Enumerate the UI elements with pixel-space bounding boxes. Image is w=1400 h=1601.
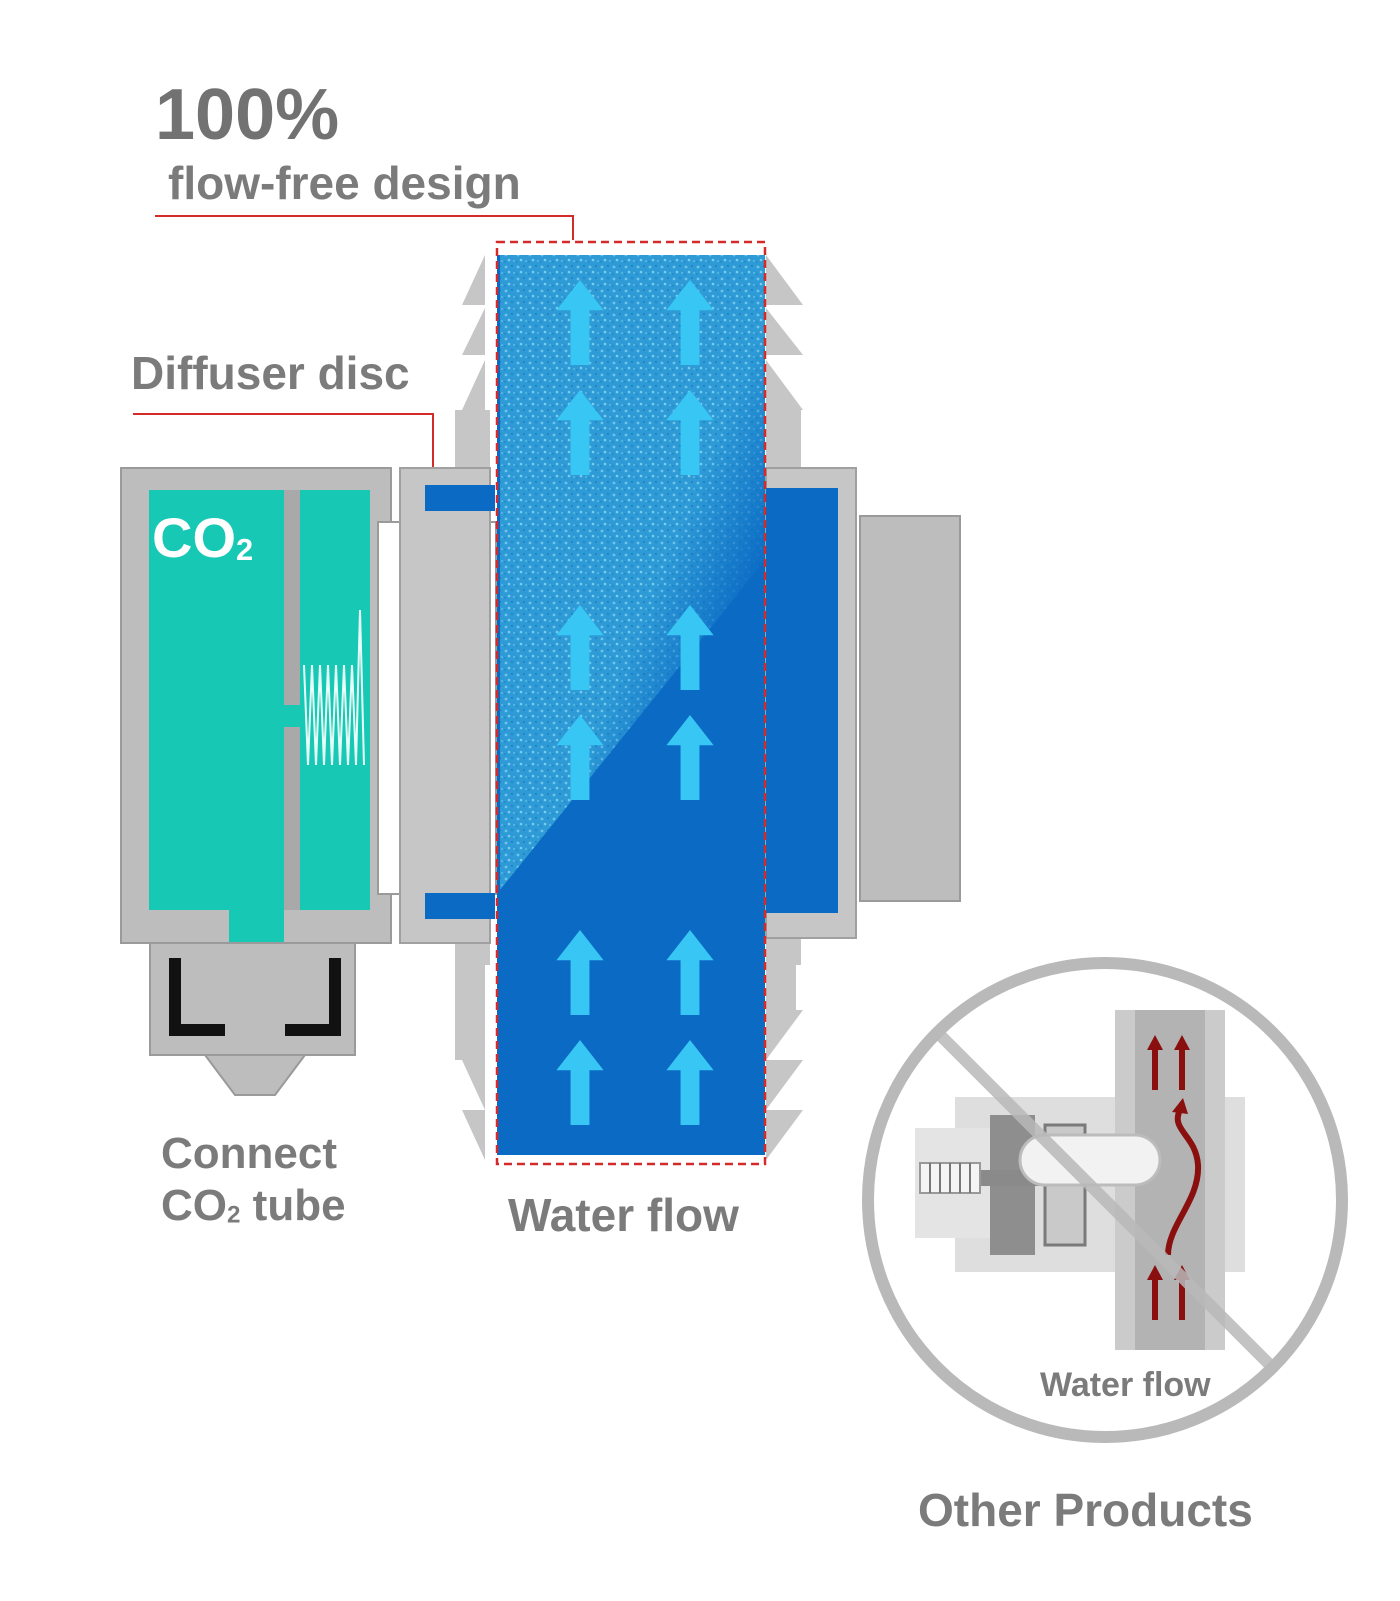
spring-icon — [303, 609, 365, 766]
diffuser-disc-label: Diffuser disc — [131, 347, 410, 399]
headline-leader-line — [155, 215, 574, 240]
headline-subtitle: flow-free design — [168, 157, 521, 209]
inset-water-flow-label: Water flow — [1040, 1366, 1211, 1404]
connect-line1: Connect — [161, 1129, 337, 1178]
water-flow-label: Water flow — [508, 1189, 739, 1241]
other-products-inset — [862, 957, 1348, 1443]
headline-percent: 100% — [155, 75, 340, 155]
other-products-label: Other Products — [918, 1484, 1253, 1536]
co2-chamber — [120, 467, 392, 944]
co2-tube-connector — [149, 942, 356, 1096]
connect-line2: CO2 tube — [161, 1181, 346, 1230]
water-pipe — [399, 255, 961, 1160]
connect-co2-tube-label: Connect CO2 tube — [161, 1128, 346, 1241]
prohibited-icon — [935, 1030, 1275, 1370]
co2-label: CO2 — [152, 506, 254, 569]
flow-free-highlight — [495, 240, 767, 1166]
